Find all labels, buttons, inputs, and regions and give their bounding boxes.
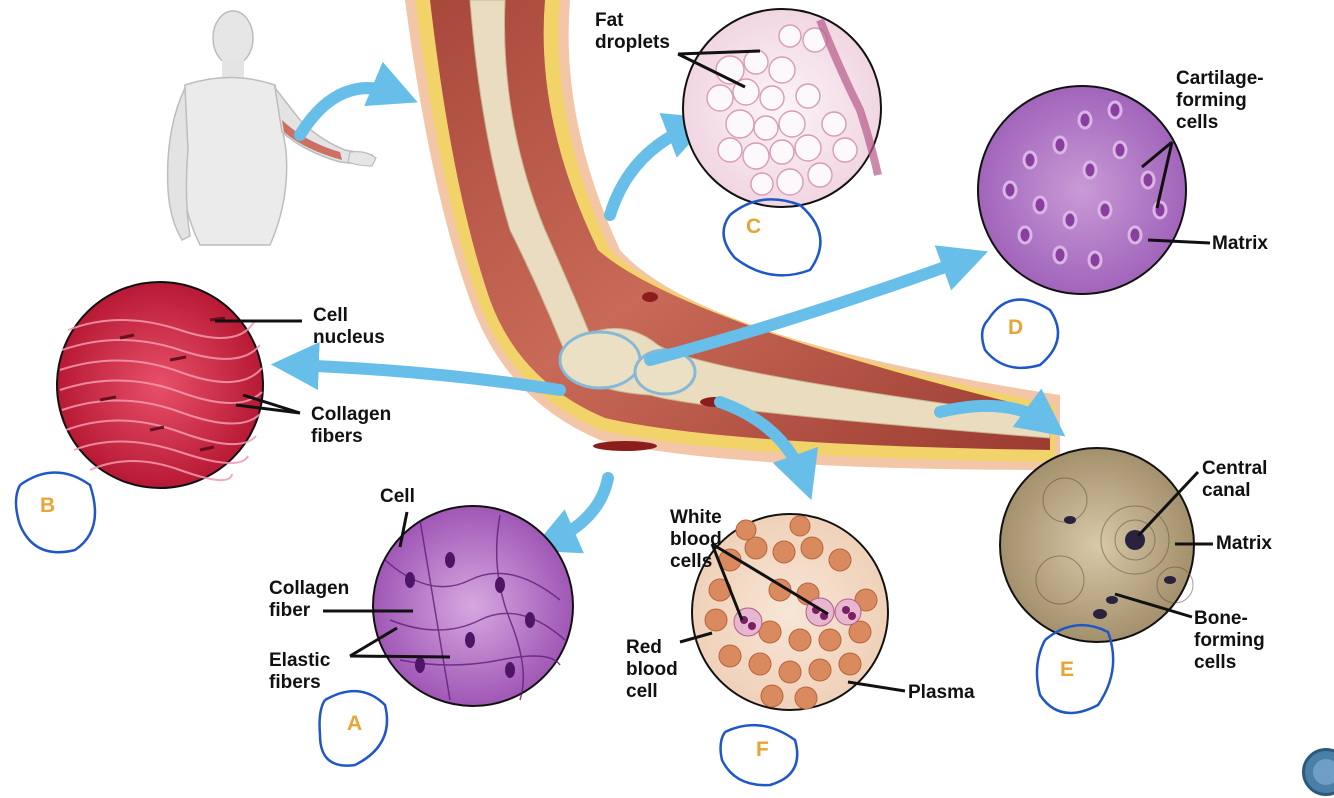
ink-circle-e [1035,623,1115,715]
arrow-to-blood [714,396,819,501]
letter-f: F [756,738,769,761]
arrow-to-bone [934,388,1066,437]
label-cell-nucleus: Cell nucleus [313,305,385,348]
dense-connective-micrograph [56,281,264,489]
adipose-tissue-micrograph [682,8,882,208]
pointer-arrows [270,61,1066,554]
label-elastic-fibers: Elastic fibers [269,650,331,693]
letter-d: D [1008,316,1024,339]
arrow-to-cartilage [644,245,989,366]
label-matrix-bone: Matrix [1216,533,1272,554]
arrow-to-dense [270,342,566,396]
label-white-blood-cells: White blood cells [670,507,722,572]
label-matrix-cartilage: Matrix [1212,233,1268,254]
bone-micrograph [999,447,1195,643]
letter-a: A [347,712,363,735]
human-figure [166,10,377,246]
label-red-blood-cell: Red blood cell [626,637,678,702]
letter-e: E [1060,658,1075,681]
ink-circle-d [980,298,1060,370]
letter-c: C [746,215,762,238]
label-bone-forming-cells: Bone- forming cells [1194,608,1265,673]
ink-circle-f [719,723,799,787]
ink-annotations [14,198,1115,787]
ink-circle-b [14,471,97,554]
ink-circle-a [318,689,389,767]
arrow-to-arm [294,61,418,141]
nav-icon [1313,759,1334,785]
arrow-to-loose [530,472,614,554]
label-central-canal: Central canal [1202,458,1268,501]
label-collagen-fibers: Collagen fibers [311,404,392,447]
arrow-to-adipose [604,112,713,221]
label-plasma: Plasma [908,682,975,703]
label-cell: Cell [380,486,415,507]
cartilage-micrograph [977,85,1187,295]
label-fat-droplets: Fat droplets [595,10,670,53]
ink-circle-c [722,198,822,277]
leader-lines [215,49,1213,693]
slide-nav-button[interactable] [1302,748,1334,796]
letter-b: B [40,494,56,517]
label-collagen-fiber: Collagen fiber [269,578,350,621]
label-cartilage-forming-cells: Cartilage- forming cells [1176,68,1264,133]
